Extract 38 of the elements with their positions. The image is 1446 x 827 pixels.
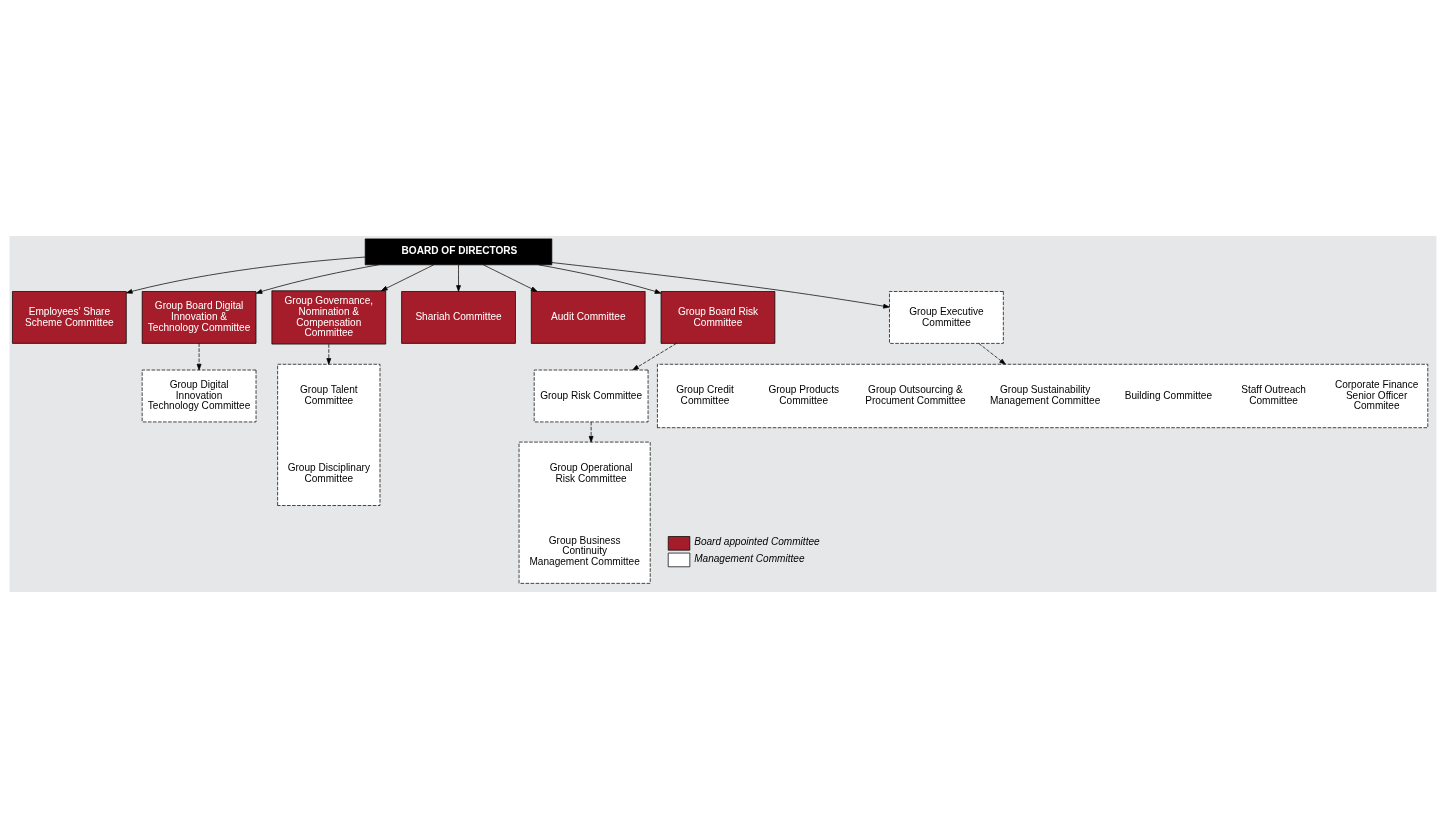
arrow — [255, 263, 379, 294]
arrow — [456, 264, 461, 292]
arrow — [538, 263, 662, 294]
node-text: Group Operational Risk Committee — [549, 461, 633, 484]
node-box: Group Governance, Nomination & Compensation Committee — [271, 289, 387, 344]
cluster — [657, 363, 1429, 428]
arrow — [978, 342, 1006, 365]
node-text: Group Sustainability Management Committee — [989, 383, 1101, 406]
legend-label: Management Committee — [694, 552, 805, 564]
arrow — [326, 343, 332, 365]
node-box: Shariah Committee — [401, 290, 516, 344]
legend-label: Board appointed Committee — [694, 535, 820, 547]
node-text: Corporate Finance Senior Officer Commitee — [1334, 378, 1419, 411]
node-box: Audit Committee — [530, 290, 646, 344]
node-box: Group Board Digital Innovation & Technology Committee — [141, 290, 257, 344]
node-text: Group Credit Committee — [676, 383, 734, 406]
arrow — [196, 342, 202, 370]
arrow — [588, 421, 594, 442]
arrow — [381, 264, 434, 291]
node-text: Group Business Continuity Management Committee — [529, 534, 640, 567]
node-box: Group Digital Innovation Technology Committee — [141, 369, 257, 422]
node-text: Group Talent Committee — [300, 383, 358, 406]
arrow — [632, 342, 677, 370]
node-text: Group Disciplinary Committee — [287, 461, 370, 484]
node-box: Group Board Risk Committee — [660, 290, 776, 344]
node-text: Staff Outreach Committee — [1241, 383, 1306, 406]
cluster — [518, 441, 651, 584]
node-box: Employees’ Share Scheme Committee — [12, 290, 127, 344]
arrow — [483, 264, 538, 292]
arrow — [126, 256, 366, 294]
node-box: Group Risk Committee — [533, 369, 649, 422]
node-text: Group Outsourcing & Procument Committee — [865, 383, 966, 406]
node-text: Building Committee — [1124, 389, 1213, 401]
node-box: Group Executive Committee — [889, 290, 1004, 344]
arrow — [551, 261, 890, 308]
cluster — [277, 363, 381, 506]
node-text: Group Products Committee — [768, 383, 840, 406]
node-box: BOARD OF DIRECTORS — [364, 238, 553, 265]
